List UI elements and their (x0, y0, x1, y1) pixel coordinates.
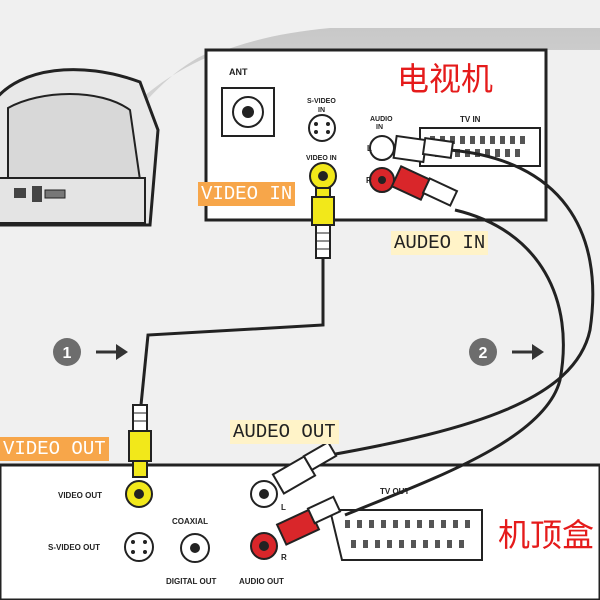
tv-audio-sub-label: IN (376, 124, 383, 131)
box-svideo-out-port (124, 532, 154, 562)
tv-l-label: L (367, 144, 372, 153)
step-1-marker: 1 (53, 338, 128, 366)
tv-audio-left-jack (369, 135, 395, 161)
box-tv-out-label: TV OUT (380, 487, 409, 496)
audeo-in-tag: AUDEO IN (391, 231, 489, 255)
video-cable (128, 187, 335, 478)
tv-in-label: TV IN (460, 115, 481, 124)
tv-chinese-label: 电视机 (397, 60, 494, 98)
video-out-tag: VIDEO OUT (0, 437, 109, 461)
box-svideo-out-label: S-VIDEO OUT (48, 543, 100, 552)
ant-label: ANT (229, 67, 248, 77)
box-scart-port (328, 509, 483, 561)
box-digital-out-label: DIGITAL OUT (166, 577, 216, 586)
zoom-beam (60, 28, 600, 210)
box-r-label: R (281, 553, 287, 562)
tv-audio-label: AUDIO (370, 116, 393, 123)
box-chinese-label: 机顶盒 (498, 516, 595, 554)
svideo-label: S-VIDEO (307, 98, 336, 105)
svideo-sub-label: IN (318, 107, 325, 114)
tv-svideo-port (308, 114, 336, 142)
tv-set (0, 68, 160, 227)
video-in-tag: VIDEO IN (198, 182, 296, 206)
step-2-marker: 2 (469, 338, 544, 366)
box-l-label: L (281, 503, 286, 512)
audio-cable (271, 134, 595, 546)
tv-r-label: R (366, 176, 372, 185)
tv-videoin-small-label: VIDEO IN (306, 155, 337, 162)
box-coaxial-label: COAXIAL (172, 517, 208, 526)
audeo-out-tag: AUDEO OUT (230, 420, 339, 444)
step-1-number: 1 (63, 345, 72, 362)
box-video-out-label: VIDEO OUT (58, 491, 102, 500)
box-audio-out-label: AUDIO OUT (239, 577, 284, 586)
tv-rear-panel: ANT S-VIDEO IN VIDEO IN AUDIO IN L R TV … (204, 48, 548, 222)
step-2-number: 2 (479, 345, 488, 362)
